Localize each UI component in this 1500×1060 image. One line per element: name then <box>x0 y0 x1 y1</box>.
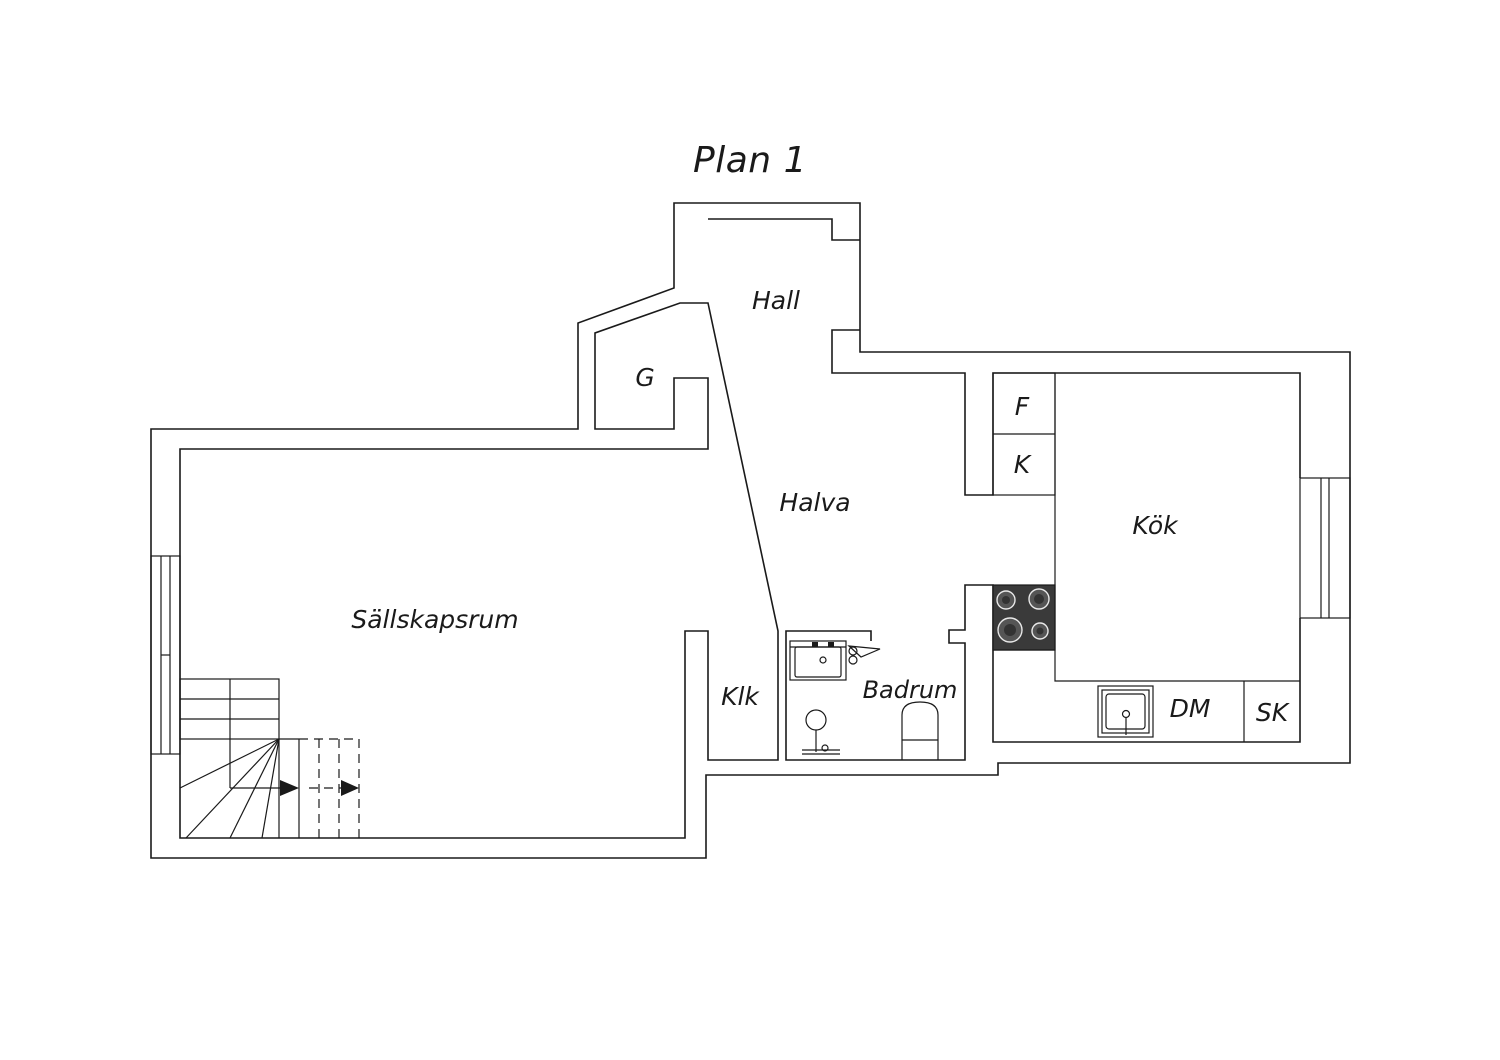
room-label-k: K <box>1014 450 1033 479</box>
room-label-kok: Kök <box>1132 511 1179 540</box>
room-label-klk: Klk <box>721 682 760 711</box>
inner-wall <box>179 218 1301 839</box>
kitchen-counter <box>993 373 1300 742</box>
bathroom-sink-icon <box>789 640 847 681</box>
toilet-icon <box>901 701 939 760</box>
outer-wall <box>150 202 1351 859</box>
room-label-badrum: Badrum <box>863 676 958 704</box>
room-label-hall: Hall <box>752 286 800 315</box>
room-label-f: F <box>1015 392 1030 421</box>
plan-title: Plan 1 <box>693 140 807 181</box>
room-label-halva: Halva <box>779 488 850 517</box>
kitchen-sink-icon <box>1097 685 1154 738</box>
window-right <box>1299 477 1351 619</box>
room-label-g: G <box>635 363 654 392</box>
window-left <box>150 555 181 755</box>
stair-arrow-icon <box>280 780 299 796</box>
stove-icon <box>992 584 1056 651</box>
stair-arrow-icon-2 <box>341 780 359 796</box>
staircase <box>179 678 360 839</box>
shower-icon <box>847 645 881 665</box>
room-label-sk: SK <box>1256 698 1291 727</box>
room-label-dm: DM <box>1170 694 1211 723</box>
faucet-icon <box>802 709 840 755</box>
room-label-sallskapsrum: Sällskapsrum <box>351 605 518 634</box>
